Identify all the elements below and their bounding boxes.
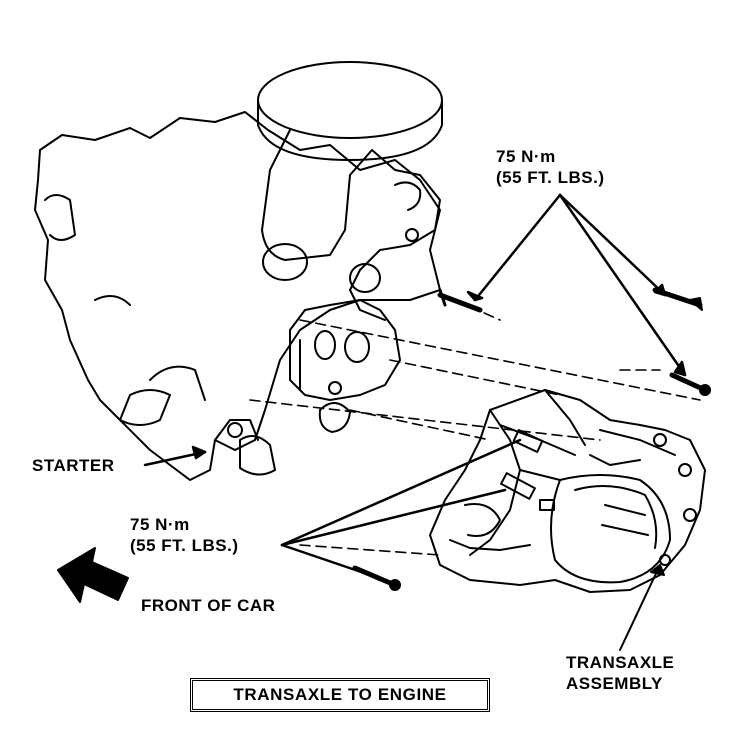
bolt-right <box>669 372 711 396</box>
bolt-bottom <box>352 565 401 591</box>
torque-bottom-imperial: (55 FT. LBS.) <box>130 536 239 555</box>
air-cleaner <box>257 61 443 321</box>
transaxle-leader <box>619 564 665 651</box>
transaxle-label-line1: TRANSAXLE <box>566 653 675 672</box>
transaxle-assembly-label: TRANSAXLE ASSEMBLY <box>566 652 674 694</box>
torque-top-imperial: (55 FT. LBS.) <box>496 168 605 187</box>
front-of-car-arrow-icon <box>57 547 129 603</box>
torque-top-metric: 75 N·m <box>496 147 556 166</box>
caption-text: TRANSAXLE TO ENGINE <box>233 685 447 704</box>
transaxle-assembly <box>429 389 706 593</box>
bolt-top-left <box>437 288 483 313</box>
torque-spec-top: 75 N·m (55 FT. LBS.) <box>496 146 605 188</box>
starter-leader <box>143 445 207 467</box>
leader-lines-top <box>466 193 687 377</box>
front-of-car-label: FRONT OF CAR <box>141 596 276 615</box>
figure-caption: TRANSAXLE TO ENGINE <box>190 678 490 712</box>
engine-block <box>34 111 441 481</box>
torque-spec-bottom: 75 N·m (55 FT. LBS.) <box>130 514 239 556</box>
leader-lines-bottom <box>280 438 522 577</box>
alignment-lines <box>249 299 701 556</box>
torque-bottom-metric: 75 N·m <box>130 515 190 534</box>
transaxle-label-line2: ASSEMBLY <box>566 674 663 693</box>
starter-label: STARTER <box>32 456 115 475</box>
